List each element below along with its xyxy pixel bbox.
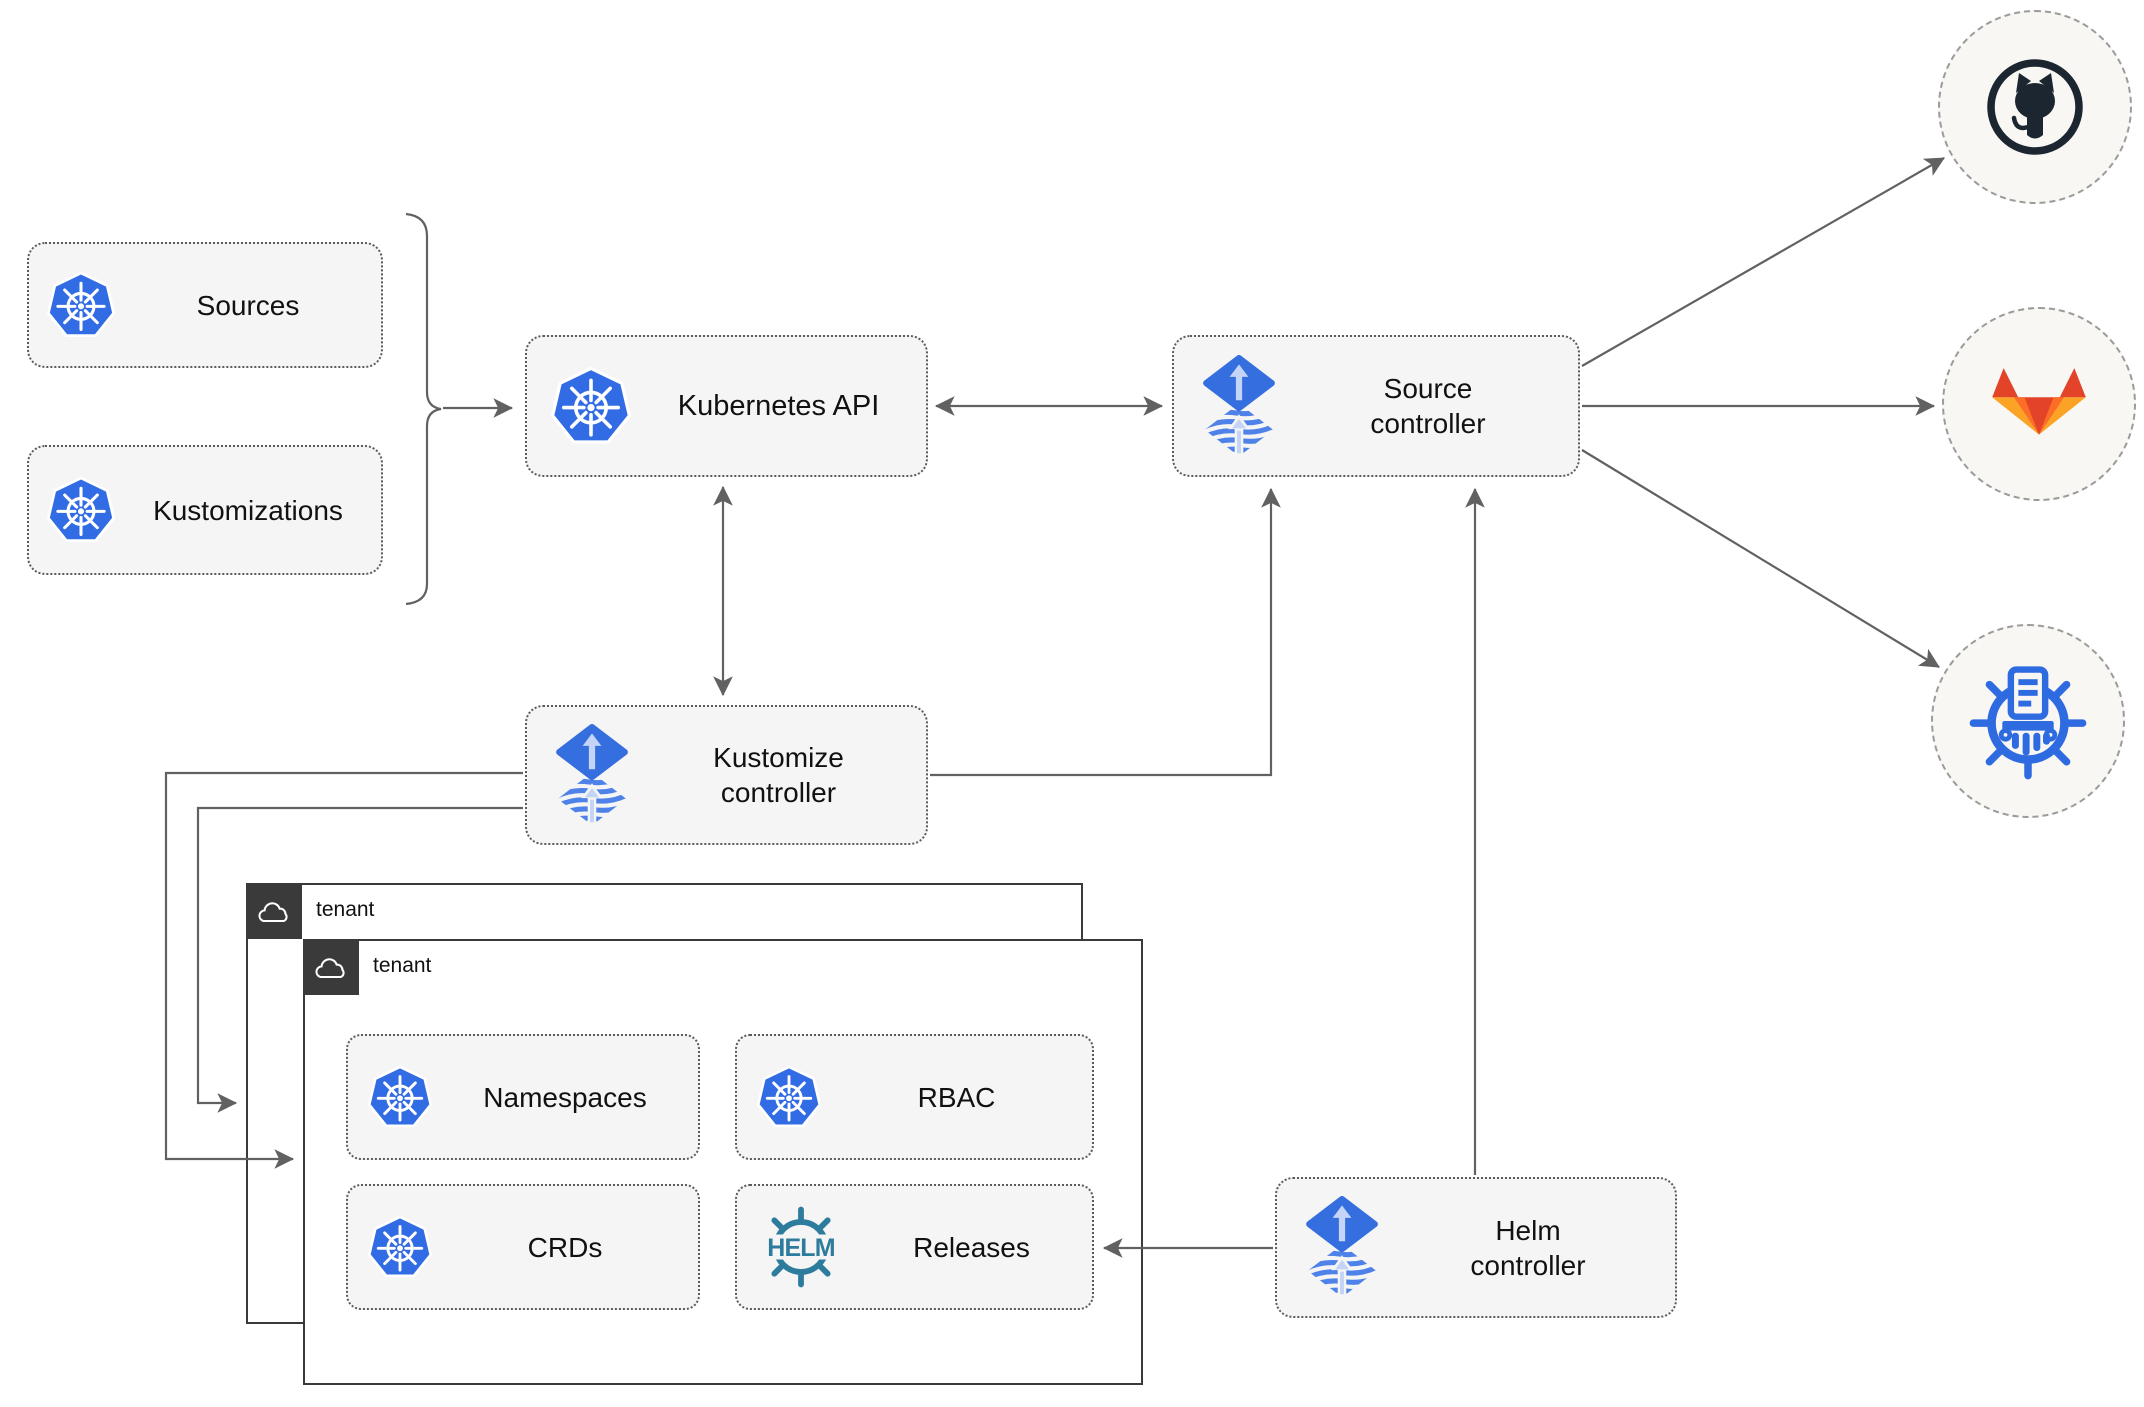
node-label: Releases <box>913 1231 1030 1263</box>
flux-icon <box>1200 355 1278 458</box>
edge-brace <box>405 212 442 606</box>
gitlab-icon <box>1987 366 2091 443</box>
label-line: Source <box>1383 373 1473 404</box>
kubernetes-icon <box>551 366 631 446</box>
label-line: Helm <box>1495 1214 1561 1246</box>
kubernetes-icon <box>368 1065 432 1129</box>
kubernetes-icon <box>368 1215 432 1279</box>
node-kubernetes-api: Kubernetes API <box>525 335 928 477</box>
tenant-front-label: tenant <box>373 954 432 977</box>
tenant-front-tag <box>303 939 359 995</box>
label-line: controller <box>1470 1249 1586 1281</box>
node-kustomize-controller: Kustomize controller <box>525 705 928 845</box>
chart-repository <box>1931 624 2125 818</box>
node-label: Sources <box>196 289 300 321</box>
node-label: Kustomize controller <box>631 740 926 810</box>
label-line: controller <box>720 777 837 808</box>
node-kustomizations: Kustomizations <box>27 445 383 575</box>
node-releases: Releases <box>735 1184 1094 1310</box>
edge-source-chartrepo <box>1581 449 1940 668</box>
node-crds: CRDs <box>346 1184 700 1310</box>
node-label: Namespaces <box>483 1081 647 1113</box>
tenant-front-frame <box>303 939 1143 1385</box>
helm-icon <box>751 1205 851 1289</box>
tenant-back-tag <box>246 883 302 939</box>
kubernetes-icon <box>757 1065 821 1129</box>
node-label: Source controller <box>1278 371 1578 441</box>
github-repository <box>1938 10 2132 204</box>
github-icon <box>1985 57 2085 157</box>
kubernetes-icon <box>47 476 115 544</box>
cloud-icon <box>255 898 293 925</box>
edge-source-github <box>1581 157 1945 367</box>
node-source-controller: Source controller <box>1172 335 1580 477</box>
chartmuseum-icon <box>1969 661 2087 781</box>
flux-icon <box>553 724 631 827</box>
node-rbac: RBAC <box>735 1034 1094 1160</box>
kubernetes-icon <box>47 271 115 339</box>
label-line: controller <box>1370 408 1486 439</box>
node-label: Helm controller <box>1381 1213 1675 1283</box>
label-line: Kustomize <box>713 742 844 773</box>
node-label: RBAC <box>917 1081 996 1113</box>
node-namespaces: Namespaces <box>346 1034 700 1160</box>
flux-icon <box>1303 1196 1381 1299</box>
edge-kustomize-source <box>930 487 1281 777</box>
node-label: Kustomizations <box>153 494 343 526</box>
node-label: CRDs <box>527 1231 603 1263</box>
node-label: Kubernetes API <box>677 389 880 422</box>
cloud-icon <box>312 954 350 981</box>
node-helm-controller: Helm controller <box>1275 1177 1677 1318</box>
gitlab-repository <box>1942 307 2136 501</box>
tenant-back-label: tenant <box>316 898 375 921</box>
node-sources: Sources <box>27 242 383 368</box>
